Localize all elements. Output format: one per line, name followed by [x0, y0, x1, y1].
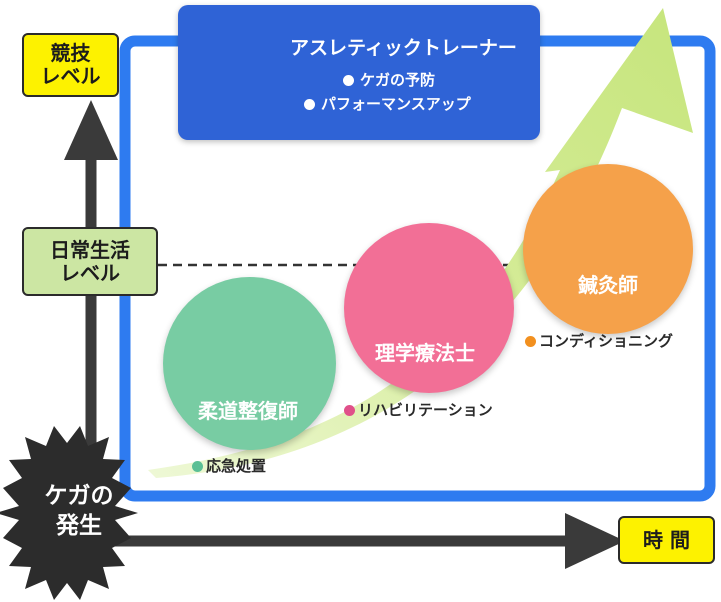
bullet-dot-icon: [304, 99, 315, 110]
athletic-trainer-box: アスレティックトレーナー ケガの予防 パフォーマンスアップ: [178, 5, 540, 140]
physical-therapist-circle: [344, 223, 514, 393]
horizontal-axis-arrowhead: [565, 513, 625, 569]
first-aid-text: 応急処置: [206, 457, 267, 475]
conditioning-note: コンディショニング: [525, 330, 673, 351]
vertical-axis-arrowhead: [64, 100, 118, 160]
first-aid-note: 応急処置: [192, 455, 266, 476]
judo-therapist-title: 柔道整復師: [198, 399, 298, 423]
time-label-text: 時 間: [643, 527, 690, 552]
sports-level-label: 競技 レベル: [22, 33, 119, 97]
bullet-dot-icon: [343, 75, 354, 86]
acupuncturist-circle: [523, 164, 693, 334]
rehabilitation-text: リハビリテーション: [358, 401, 493, 419]
daily-level-line2: レベル: [60, 260, 120, 285]
trainer-title: アスレティックトレーナー: [290, 37, 517, 59]
trainer-bullet-injury-prevention: ケガの予防: [343, 69, 435, 90]
injury-line1: ケガの: [44, 483, 114, 509]
green-dot-icon: [192, 461, 203, 472]
trainer-bullet-performance-up: パフォーマンスアップ: [304, 93, 471, 114]
sports-level-line2: レベル: [40, 64, 101, 88]
injury-occurrence-label: ケガの 発生: [19, 482, 139, 542]
judo-therapist-circle: [163, 277, 336, 450]
injury-line2: 発生: [56, 512, 102, 539]
time-axis-label: 時 間: [618, 516, 715, 564]
acupuncturist-title: 鍼灸師: [578, 273, 638, 297]
physical-therapist-title: 理学療法士: [375, 341, 475, 365]
trainer-bullet-text: ケガの予防: [360, 71, 436, 89]
orange-dot-icon: [525, 336, 536, 347]
pink-dot-icon: [344, 405, 355, 416]
trainer-bullet-text: パフォーマンスアップ: [321, 95, 471, 113]
daily-level-line1: 日常生活: [50, 237, 130, 262]
rehabilitation-note: リハビリテーション: [344, 399, 493, 420]
conditioning-text: コンディショニング: [539, 332, 673, 350]
injury-star: [0, 426, 138, 600]
sports-level-line1: 競技: [50, 41, 91, 65]
daily-level-label: 日常生活 レベル: [22, 227, 158, 296]
